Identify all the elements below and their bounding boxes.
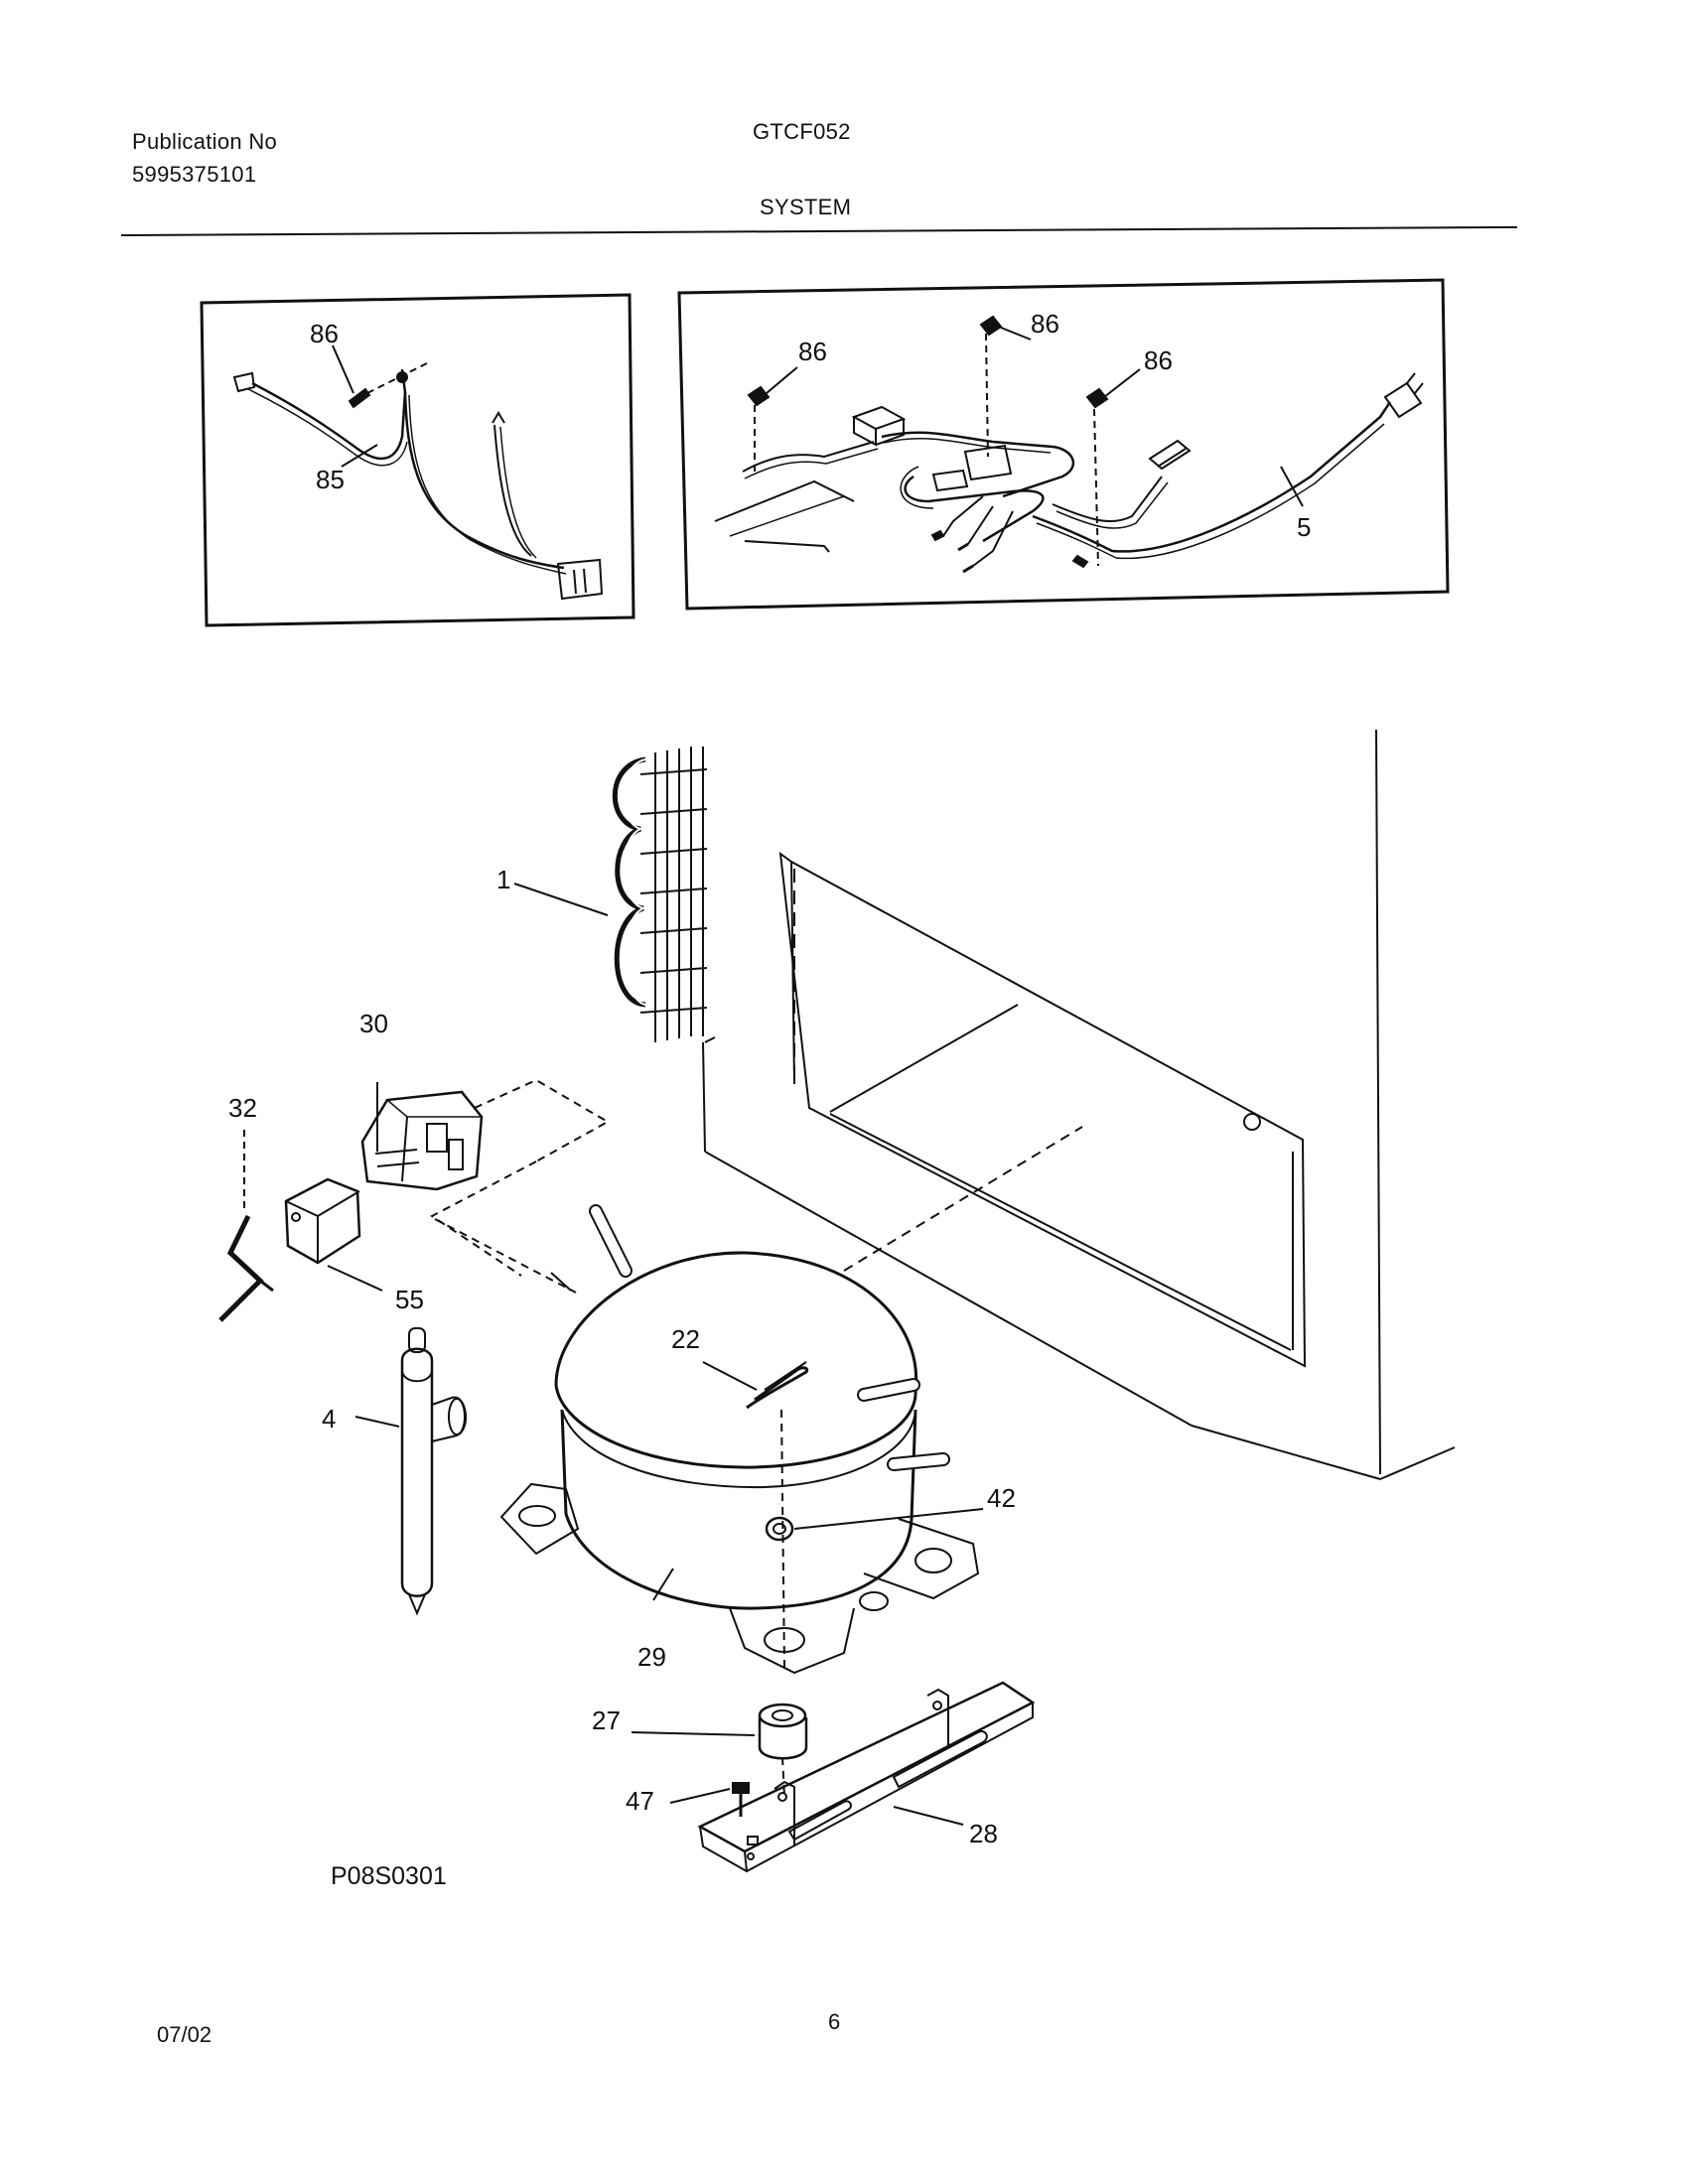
callout-labels: 86 85 86 86 86 5 1 30 32 55 22 4 42 29 2… [228,309,1311,1890]
publication-label: Publication No [132,129,278,154]
model-number: GTCF052 [753,119,851,144]
start-relay-assembly [218,1078,611,1322]
inset-panel-harness-85 [200,293,635,627]
condenser-coil [513,747,708,1042]
publication-number: 5995375101 [132,162,257,187]
callout-47: 47 [626,1786,654,1816]
page-number: 6 [828,2009,841,2034]
callout-30: 30 [359,1009,388,1038]
callout-29: 29 [637,1642,666,1672]
callout-86-d: 86 [1144,345,1173,375]
callout-5: 5 [1297,512,1311,542]
callout-22: 22 [671,1324,700,1354]
callout-32: 32 [228,1093,257,1123]
callout-1: 1 [496,865,510,894]
callout-86-b: 86 [798,337,827,366]
callout-55: 55 [395,1285,424,1314]
callout-27: 27 [592,1706,621,1735]
callout-86-a: 86 [310,319,339,348]
section-title: SYSTEM [760,195,852,219]
inset-panel-harness-5 [677,278,1450,611]
callout-85: 85 [316,465,345,494]
callout-42: 42 [987,1483,1016,1513]
callout-86-c: 86 [1031,309,1059,339]
compressor [499,1204,984,1675]
filter-drier [354,1327,468,1616]
callout-4: 4 [322,1404,336,1433]
cabinet-outline [702,729,1456,1480]
drawing-code: P08S0301 [331,1862,447,1890]
mounting-hardware [631,1681,1036,1873]
footer-date: 07/02 [157,2022,212,2047]
callout-28: 28 [969,1819,998,1848]
